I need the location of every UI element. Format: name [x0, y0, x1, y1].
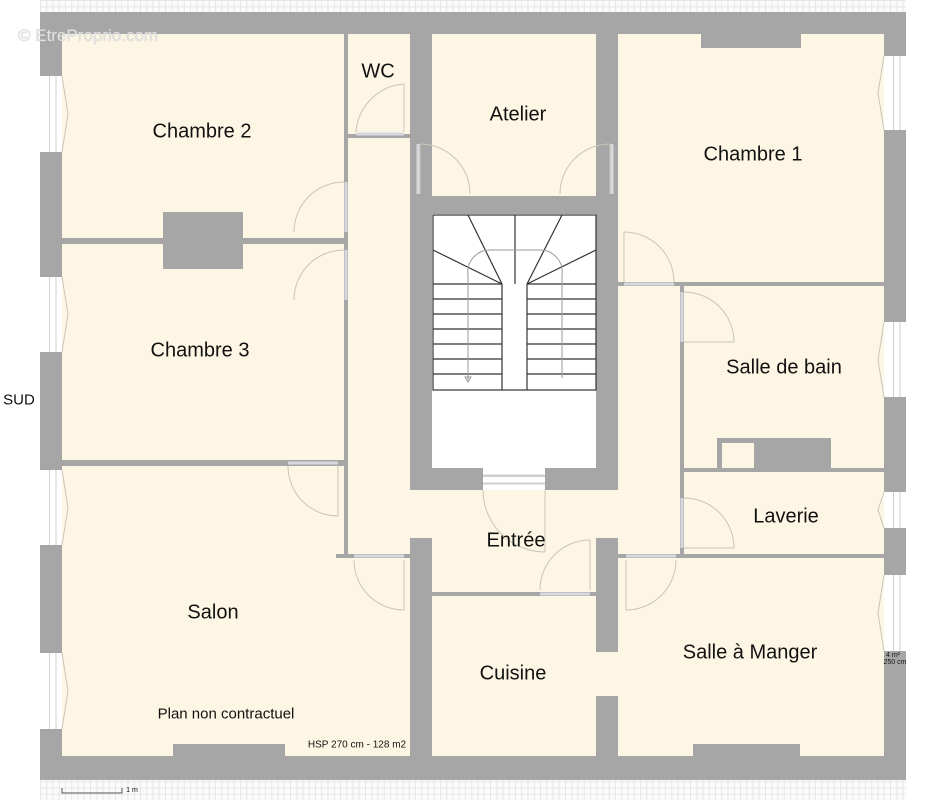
- room-label-chambre-2: Chambre 2: [152, 120, 252, 143]
- floor-chambre-3: [62, 244, 344, 460]
- door-wc-swing: [355, 83, 405, 133]
- floor-chambre-1: [618, 34, 884, 282]
- floor-entree-lower: [432, 554, 596, 592]
- room-label-salle-de-bain: Salle de bain: [726, 356, 842, 379]
- window-right-3: [884, 492, 906, 528]
- window-right-4: [884, 575, 906, 651]
- window-left-2: [40, 277, 62, 352]
- room-label-salon: Salon: [187, 601, 239, 624]
- scale-bar: [61, 788, 123, 794]
- side-note-height: 250 cm: [883, 659, 907, 666]
- bottom-wall-protrusion-right: [693, 744, 800, 756]
- room-label-entree: Entrée: [486, 529, 546, 552]
- bottom-wall-protrusion-left: [173, 744, 285, 756]
- window-left-1: [40, 76, 62, 152]
- scale-label: 1 m: [126, 787, 138, 794]
- bath-niche: [722, 443, 754, 468]
- room-label-chambre-1: Chambre 1: [703, 143, 803, 166]
- room-label-wc: WC: [361, 60, 395, 83]
- floor-corridor-left: [348, 138, 410, 552]
- floor-salle-de-bain: [684, 286, 884, 468]
- floor-cuisine-passage: [596, 652, 618, 696]
- stair-well: [432, 214, 596, 468]
- window-right-1: [884, 56, 906, 130]
- window-right-2: [884, 322, 906, 397]
- floor-laverie: [684, 472, 884, 554]
- floor-salle-a-manger: [618, 558, 884, 756]
- room-label-laverie: Laverie: [753, 505, 819, 528]
- watermark-text: © EtreProprio.com: [18, 26, 159, 45]
- side-note-area: 4 m²: [886, 652, 900, 659]
- room-label-cuisine: Cuisine: [479, 662, 547, 685]
- window-left-3: [40, 470, 62, 545]
- window-left-4: [40, 653, 62, 729]
- top-wall-protrusion: [701, 34, 801, 48]
- room-label-atelier: Atelier: [489, 103, 547, 126]
- floor-atelier: [432, 34, 596, 196]
- staircase: [432, 214, 597, 391]
- disclaimer-text: Plan non contractuel: [157, 705, 295, 723]
- floor-chambre-2: [62, 34, 344, 238]
- room-label-chambre-3: Chambre 3: [150, 339, 250, 362]
- stair-opening: [483, 468, 545, 490]
- room-label-salle-a-manger: Salle à Manger: [682, 641, 818, 664]
- orientation-label: SUD: [3, 391, 35, 409]
- floor-cuisine: [432, 596, 596, 756]
- summary-text: HSP 270 cm - 128 m2: [307, 739, 407, 751]
